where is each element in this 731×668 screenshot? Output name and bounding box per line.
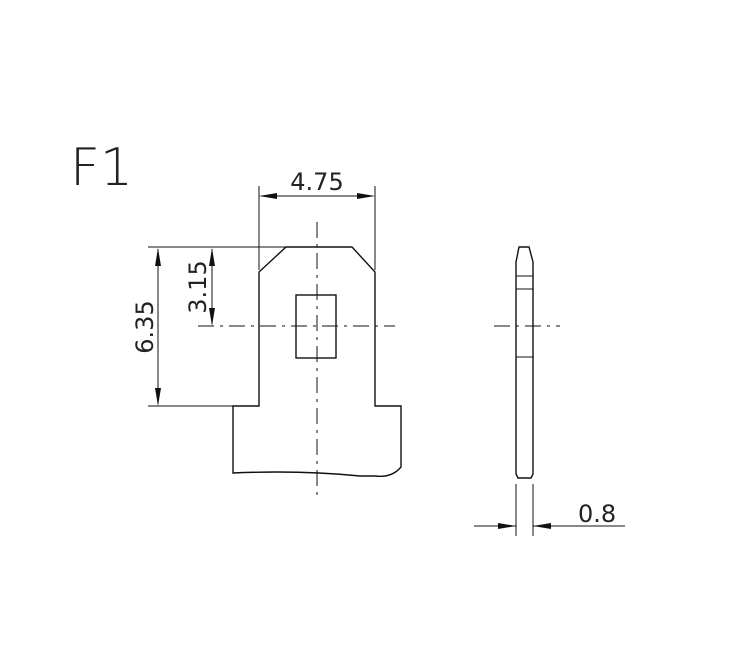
side-view [494,246,560,479]
dimension-thickness: 0.8 [474,484,625,536]
tab-outline [232,246,402,477]
width-value: 4.75 [290,168,343,196]
front-view [198,222,402,500]
dimension-total-height: 6.35 [131,246,233,407]
hole-height-value: 3.15 [184,260,212,313]
total-height-value: 6.35 [131,300,159,353]
thickness-value: 0.8 [578,500,616,528]
side-profile [515,246,534,479]
dimension-width: 4.75 [258,168,376,270]
dimension-hole-height: 3.15 [184,246,286,326]
drawing-label: F1 [70,138,133,198]
